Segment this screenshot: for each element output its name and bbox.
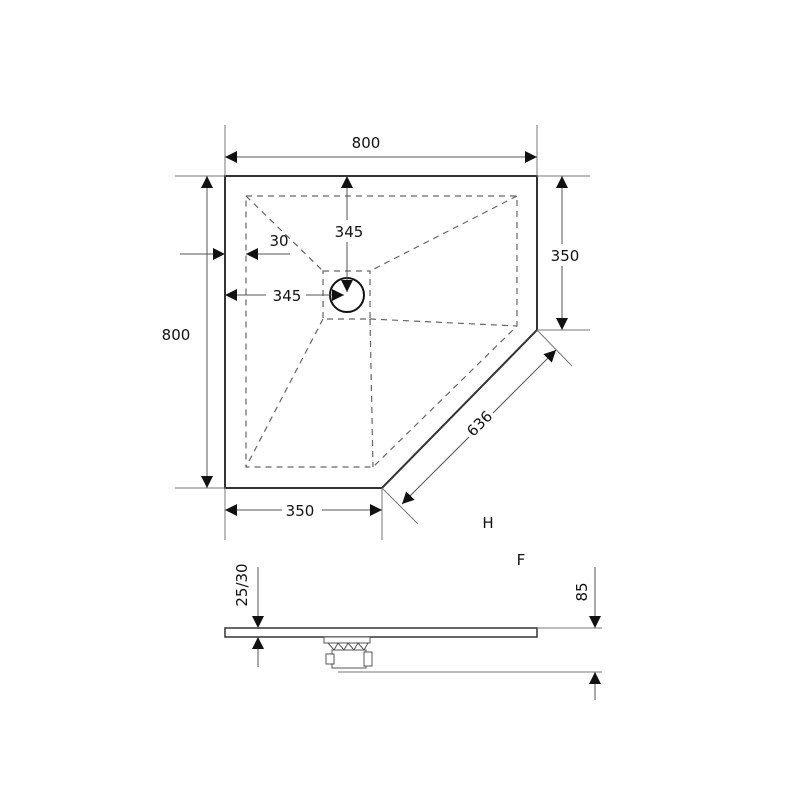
tray-outline xyxy=(224,175,538,489)
dim-right-side: 350 xyxy=(551,247,580,265)
dim-total-height: 85 xyxy=(573,582,591,601)
side-view: F 25/30 85 xyxy=(224,551,602,700)
dim-bottom-side: 350 xyxy=(286,502,315,520)
slope-line xyxy=(245,318,324,468)
inner-rim-outline xyxy=(245,195,518,468)
dim-thickness: 25/30 xyxy=(233,563,251,606)
dim-overall-height: 800 xyxy=(162,326,191,344)
top-view: 800 800 350 350 636 345 345 30 H xyxy=(162,125,590,540)
tray-profile xyxy=(224,627,538,638)
drain-area-outline xyxy=(322,270,371,320)
view-label-f: F xyxy=(517,551,526,569)
dim-drain-from-top: 345 xyxy=(335,223,364,241)
slope-line xyxy=(369,195,518,272)
view-label-h: H xyxy=(482,514,493,532)
slope-line xyxy=(245,195,324,272)
slope-line xyxy=(369,318,518,327)
dim-drain-from-left: 345 xyxy=(273,287,302,305)
dim-rim-width: 30 xyxy=(269,232,288,250)
drain-fitting-icon xyxy=(323,636,373,669)
slope-line xyxy=(369,318,374,468)
dim-overall-width: 800 xyxy=(352,134,381,152)
